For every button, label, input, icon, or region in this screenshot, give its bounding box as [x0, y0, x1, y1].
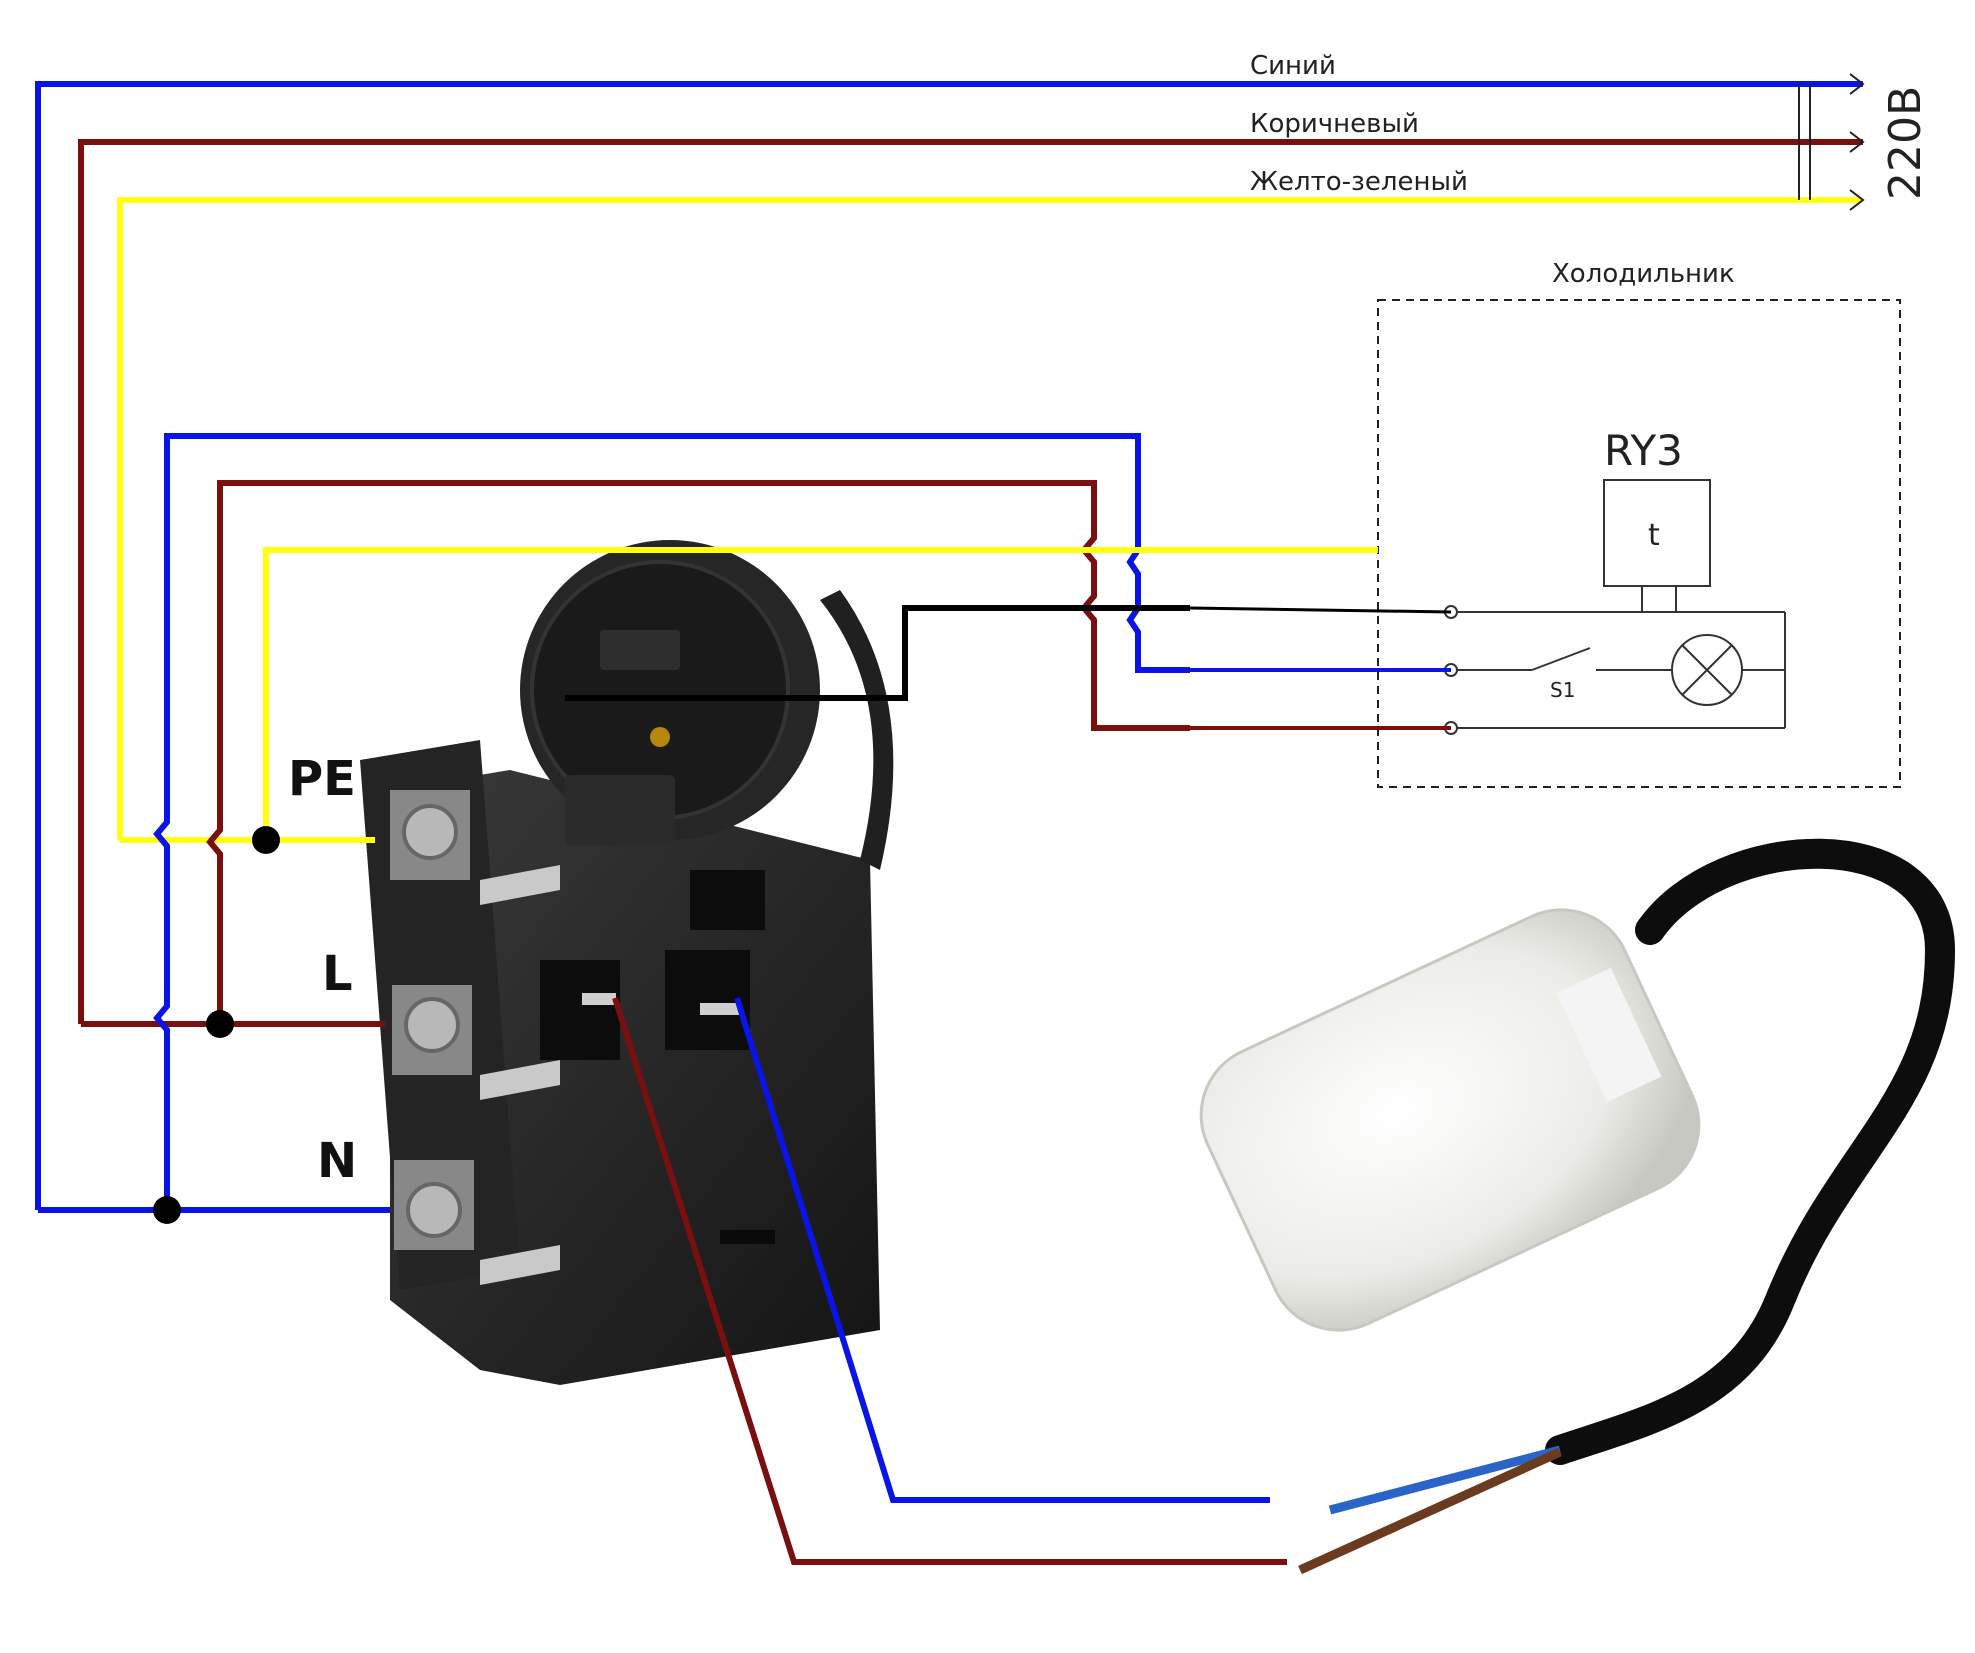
label-brown: Коричневый — [1250, 109, 1419, 139]
wires — [35, 81, 1863, 1565]
junction-dot-pe — [252, 826, 280, 854]
wire-yellow-supply — [117, 197, 1863, 840]
wire-black-fridge — [1189, 606, 1452, 614]
wire-brown-capacitor — [612, 997, 1287, 1565]
capacitor-cable — [1545, 838, 1956, 1465]
screw-terminal-icon — [402, 804, 458, 860]
wire-black — [565, 605, 1190, 701]
fridge-box: Холодильник RY3 t S1 — [1377, 259, 1901, 788]
label-yellow-green: Желто-зеленый — [1250, 167, 1468, 197]
label-pe: PE — [288, 751, 356, 807]
junction-dot-n — [153, 1196, 181, 1224]
switch-icon — [1531, 647, 1591, 671]
cable-bundle — [1798, 84, 1811, 200]
label-blue: Синий — [1250, 51, 1336, 81]
switch-label: S1 — [1550, 678, 1575, 702]
thermostat-box — [1603, 479, 1711, 587]
thermostat-label: t — [1648, 518, 1660, 553]
wire-yellow-inner — [263, 547, 1378, 840]
wire-brown-inner — [206, 480, 1190, 1024]
start-capacitor — [1199, 838, 1956, 1575]
wire-brown-supply — [78, 139, 1863, 1024]
screw-terminal-pe — [390, 790, 560, 905]
wire-blue-supply — [35, 81, 1863, 1210]
lamp-icon — [1671, 634, 1743, 706]
screw-terminal-l — [392, 985, 560, 1100]
wire-blue-inner — [153, 433, 1190, 1210]
fridge-title: Холодильник — [1552, 259, 1735, 289]
fridge-circuit — [1456, 586, 1786, 729]
screw-terminal-n — [394, 1160, 560, 1285]
relay-label: RY3 — [1604, 426, 1683, 475]
arrow-icon — [1849, 73, 1865, 211]
capacitor-lead-brown — [1298, 1447, 1562, 1575]
label-l: L — [322, 946, 353, 1002]
junction-dot-icon — [153, 826, 280, 1224]
screw-terminal-icon — [406, 1182, 462, 1238]
junction-dot-l — [206, 1010, 234, 1038]
wire-blue-capacitor — [734, 997, 1270, 1503]
capacitor-body — [1199, 908, 1701, 1332]
label-supply: 220В — [1880, 86, 1931, 200]
label-n: N — [317, 1133, 357, 1189]
start-relay — [360, 540, 894, 1385]
screw-terminal-icon — [404, 997, 460, 1053]
capacitor-lead-blue — [1328, 1445, 1562, 1515]
